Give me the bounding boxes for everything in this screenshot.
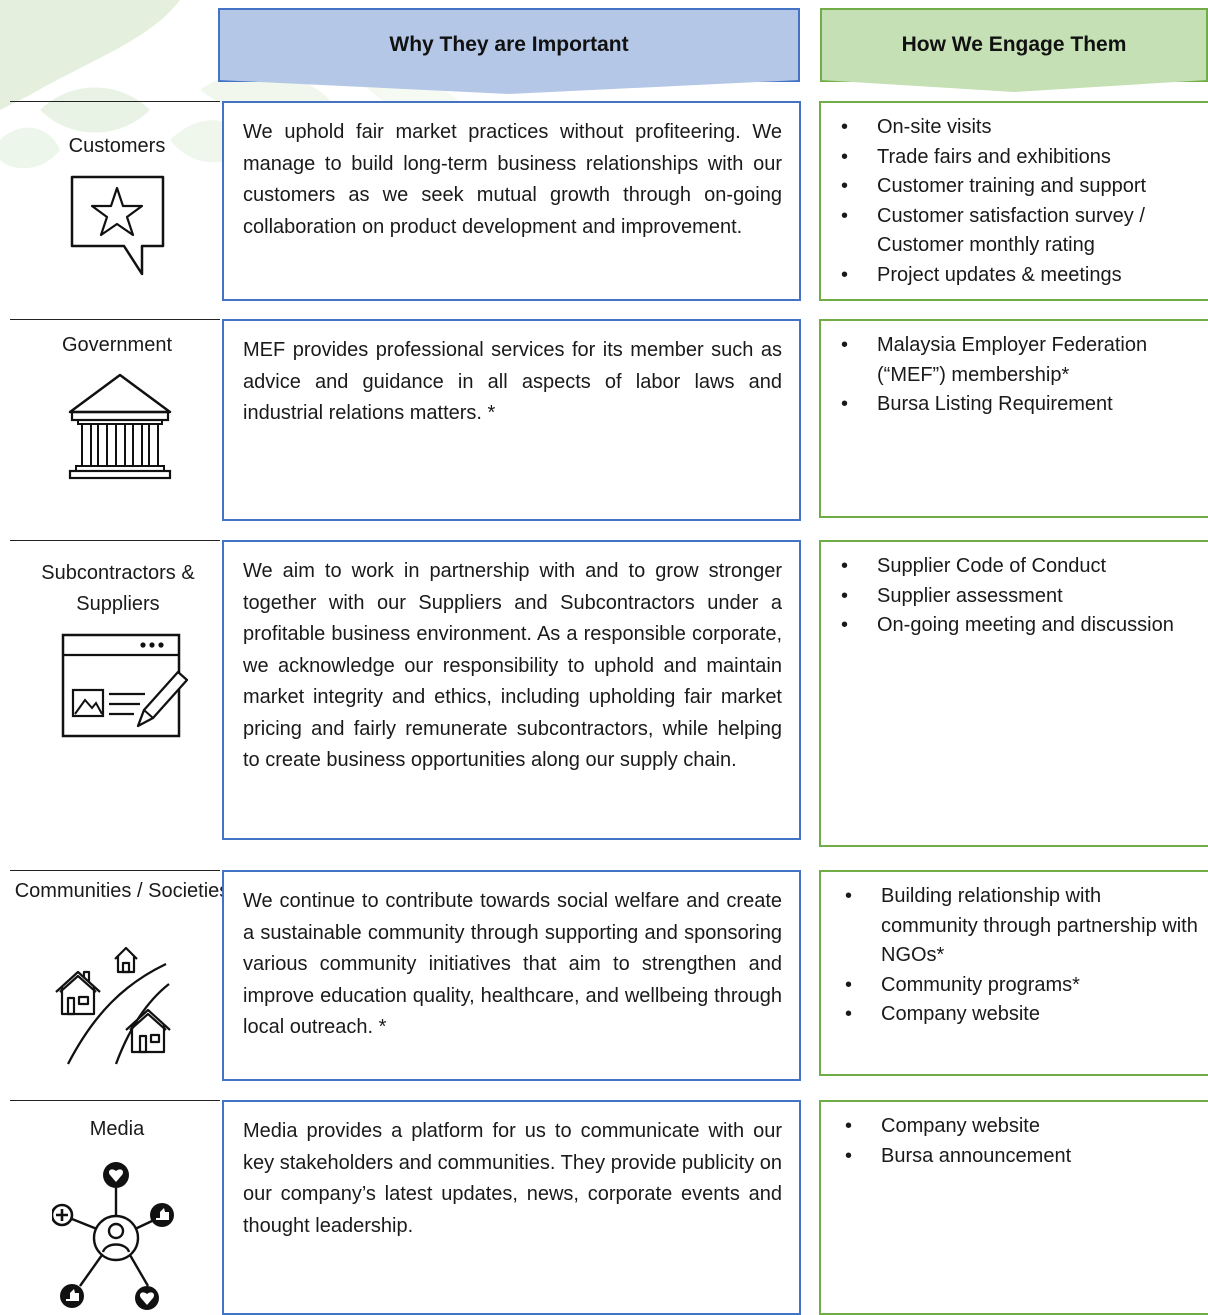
why-text-media: Media provides a platform for us to comm…: [243, 1120, 782, 1237]
why-box-media: Media provides a platform for us to comm…: [222, 1100, 801, 1315]
list-item: Customer satisfaction survey / Customer …: [839, 202, 1200, 261]
stakeholder-label-media: Media: [89, 1118, 145, 1140]
why-text-government: MEF provides professional services for i…: [243, 339, 782, 424]
list-item: Bursa Listing Requirement: [839, 390, 1200, 420]
why-box-government: MEF provides professional services for i…: [222, 319, 801, 521]
list-item: On-site visits: [839, 113, 1200, 143]
how-box-media: Company website Bursa announcement: [819, 1100, 1208, 1315]
browser-document-pen-icon: [61, 633, 189, 738]
stakeholder-label-communities: Communities / Societies: [14, 880, 230, 902]
why-box-communities: We continue to contribute towards social…: [222, 870, 801, 1081]
stakeholder-label-customers: Customers: [68, 135, 166, 157]
how-we-engage-header-label: How We Engage Them: [901, 33, 1127, 56]
why-important-header: Why They are Important: [218, 8, 800, 82]
why-text-customers: We uphold fair market practices without …: [243, 121, 782, 238]
list-item: Malaysia Employer Federation (“MEF”) mem…: [839, 331, 1200, 390]
list-item: Community programs*: [843, 971, 1200, 1001]
why-text-subcontractors: We aim to work in partnership with and t…: [243, 560, 782, 771]
list-item: Building relationship with community thr…: [843, 882, 1200, 971]
row-divider: [10, 540, 220, 541]
list-item: Supplier assessment: [839, 582, 1200, 612]
why-box-subcontractors: We aim to work in partnership with and t…: [222, 540, 801, 840]
list-item: Company website: [843, 1000, 1200, 1030]
government-building-icon: [68, 373, 172, 480]
why-text-communities: We continue to contribute towards social…: [243, 890, 782, 1038]
how-box-government: Malaysia Employer Federation (“MEF”) mem…: [819, 319, 1208, 518]
houses-road-icon: [55, 946, 171, 1065]
list-item: Customer training and support: [839, 172, 1200, 202]
why-box-customers: We uphold fair market practices without …: [222, 101, 801, 301]
list-item: Bursa announcement: [843, 1142, 1200, 1172]
stakeholder-label-subcontractors: Subcontractors & Suppliers: [41, 562, 195, 615]
stakeholder-label-government: Government: [61, 334, 173, 356]
row-divider: [10, 1100, 220, 1101]
list-item: Supplier Code of Conduct: [839, 552, 1200, 582]
row-divider: [10, 870, 220, 871]
how-box-subcontractors: Supplier Code of Conduct Supplier assess…: [819, 540, 1208, 847]
how-box-communities: Building relationship with community thr…: [819, 870, 1208, 1076]
social-network-icon: [52, 1162, 174, 1310]
list-item: On-going meeting and discussion: [839, 611, 1200, 641]
row-divider: [10, 101, 220, 102]
how-box-customers: On-site visits Trade fairs and exhibitio…: [819, 101, 1208, 301]
list-item: Trade fairs and exhibitions: [839, 143, 1200, 173]
row-divider: [10, 319, 220, 320]
star-speech-bubble-icon: [70, 175, 165, 276]
why-important-header-label: Why They are Important: [389, 33, 629, 56]
how-we-engage-header: How We Engage Them: [820, 8, 1208, 82]
list-item: Project updates & meetings: [839, 261, 1200, 291]
list-item: Company website: [843, 1112, 1200, 1142]
